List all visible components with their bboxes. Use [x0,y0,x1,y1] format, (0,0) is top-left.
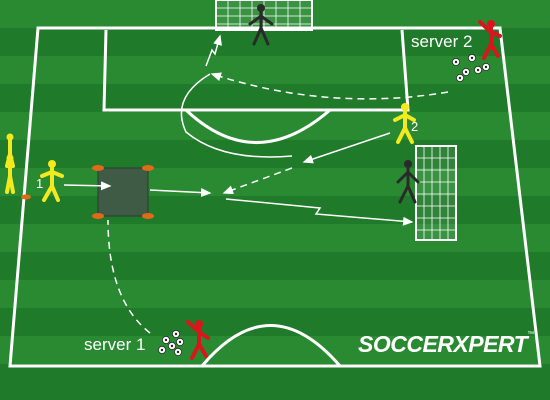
cone-icon [92,213,104,219]
zigzag-to-top-goal [205,34,222,67]
goalkeeper-top-icon [248,4,274,46]
player-2-number: 2 [411,119,419,134]
server-2-label: server 2 [411,32,473,51]
penalty-arc [184,108,331,144]
goalkeeper-right-icon [396,160,420,204]
player-1-number: 1 [36,176,44,191]
soccer-ball-icon [161,335,171,345]
cone-icon [142,165,154,171]
pass-arrow-grid [149,188,212,198]
cone-icon [142,213,154,219]
dribble-arrow-1 [63,181,112,191]
soccer-ball-icon [461,67,471,77]
penalty-box [102,29,410,112]
bottom-center-arc [200,324,342,367]
logo-text: SOCCERXPERT [358,331,528,357]
run-arrow-center [225,198,414,226]
player-2-icon [393,103,416,144]
pass-from-2 [302,132,391,164]
player-1-icon [40,160,64,202]
soccer-ball-icon [175,337,185,347]
pitch-lines [8,26,542,368]
server-1-label: server 1 [84,335,146,354]
soccer-ball-icon [467,53,477,63]
logo-trademark: ™ [527,331,534,338]
server-1-icon [186,320,210,360]
soccer-ball-icon [473,65,483,75]
dashed-server2-pass [210,72,449,100]
soccer-ball-icon [157,345,167,355]
soccer-ball-icon [455,73,465,83]
top-goal-net-icon [215,0,313,31]
dashed-from-2 [222,167,293,195]
soccer-ball-icon [171,329,181,339]
cone-icon [92,165,104,171]
movement-lines [63,34,449,334]
server-2-icon [478,20,502,60]
soccer-ball-icon [451,57,461,67]
waiting-players-icon [5,133,15,194]
soccer-ball-icon [167,341,177,351]
soccerxpert-logo: SOCCERXPERT™ [358,331,534,358]
cone-icon [21,194,31,200]
passing-grid [21,165,154,219]
right-goal-net-icon [415,145,457,241]
soccer-ball-icon [173,347,183,357]
curved-run [180,73,293,158]
soccer-ball-icon [481,62,491,72]
field-boundary [8,26,542,368]
